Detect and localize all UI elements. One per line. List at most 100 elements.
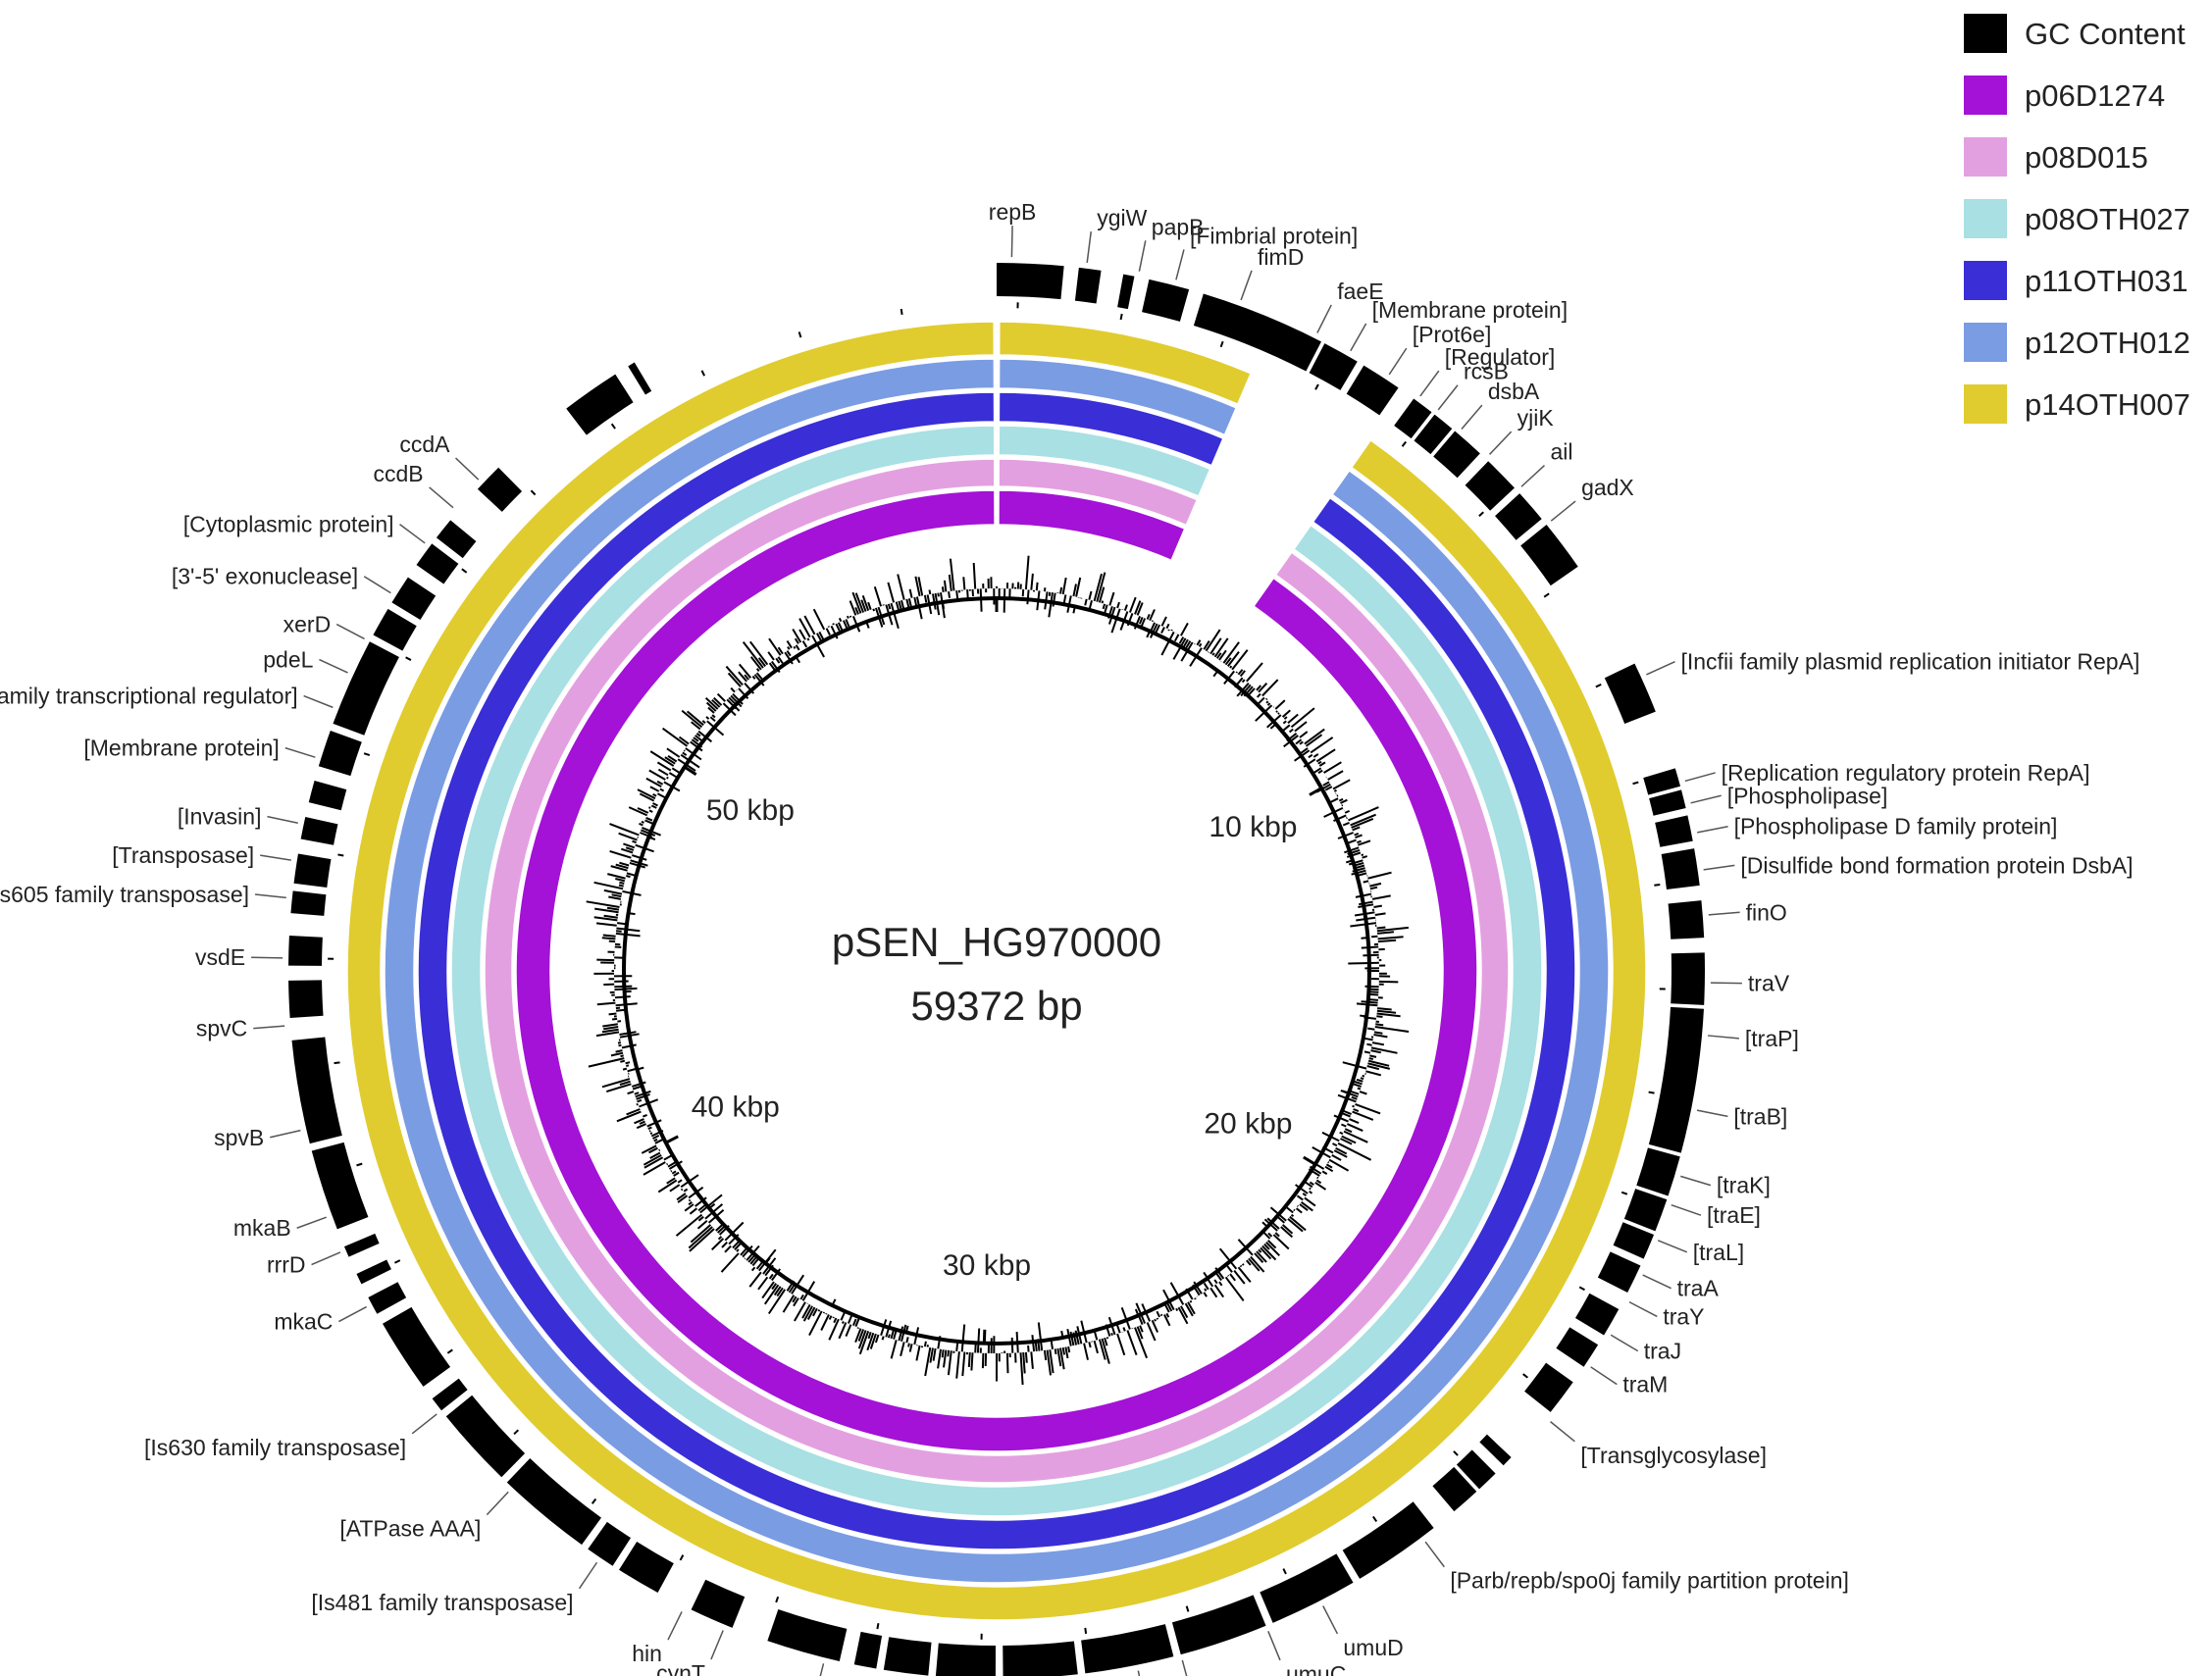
gene-leader-line xyxy=(1086,231,1092,263)
gene-leader-line xyxy=(486,1491,509,1516)
gene-leader-line xyxy=(363,576,391,594)
gene-leader-line xyxy=(1388,347,1408,376)
gene-leader-line xyxy=(270,1129,301,1139)
gene-leader-line xyxy=(1703,864,1735,871)
gene-block-54 xyxy=(288,936,323,966)
gene-ring-tick xyxy=(610,423,616,430)
gene-ring-tick xyxy=(1282,1568,1287,1575)
gene-block-20 xyxy=(1671,952,1705,1005)
gene-ring-tick xyxy=(1522,1373,1529,1379)
gene-block-17 xyxy=(1655,815,1693,847)
gene-leader-line xyxy=(1697,825,1728,834)
gene-block-38 xyxy=(883,1637,932,1676)
kbp-tick xyxy=(1261,1221,1268,1228)
gene-block-35 xyxy=(1081,1624,1174,1674)
gene-block-34 xyxy=(1171,1595,1266,1655)
legend-swatch xyxy=(1964,199,2007,238)
gene-leader-line xyxy=(1350,323,1367,352)
gene-block-24 xyxy=(1613,1222,1655,1259)
gene-label: finO xyxy=(1746,899,1787,925)
gene-ring-tick xyxy=(1119,313,1123,321)
kbp-tick xyxy=(628,912,636,916)
gene-label: [ATPase AAA] xyxy=(339,1516,481,1542)
gene-leader-line xyxy=(303,694,334,709)
gene-leader-line xyxy=(251,956,283,959)
gene-leader-line xyxy=(1642,1274,1672,1290)
gene-label: [traB] xyxy=(1733,1103,1787,1129)
gene-block-45 xyxy=(445,1395,526,1478)
gene-label: vsdE xyxy=(195,944,245,970)
legend-swatch xyxy=(1964,14,2007,53)
gene-leader-line xyxy=(667,1611,683,1641)
gene-ring-tick xyxy=(1084,1627,1088,1635)
gene-leader-line xyxy=(296,1216,327,1229)
gene-block-26 xyxy=(1574,1293,1620,1336)
kbp-tick xyxy=(1212,670,1219,678)
kbp-tick xyxy=(708,1202,716,1209)
gene-label: [Transglycosylase] xyxy=(1580,1443,1767,1468)
gene-label: faeE xyxy=(1337,279,1383,304)
kbp-tick xyxy=(647,836,656,840)
gene-label: [traP] xyxy=(1745,1026,1799,1051)
gene-label: mkaB xyxy=(233,1215,291,1241)
gene-leader-line xyxy=(1550,500,1576,522)
kbp-tick xyxy=(1303,1155,1316,1166)
gene-leader-line xyxy=(1684,772,1716,783)
gene-block-36 xyxy=(1003,1641,1078,1676)
gene-label: umuC xyxy=(1286,1661,1346,1676)
kbp-tick xyxy=(1203,1271,1209,1279)
gene-block-1 xyxy=(997,263,1064,300)
gene-label: [Phospholipase D family protein] xyxy=(1734,814,2058,839)
kbp-tick xyxy=(831,1298,837,1306)
kbp-tick xyxy=(665,1135,679,1144)
gene-leader-line xyxy=(1707,1035,1739,1040)
gene-block-58 xyxy=(308,780,347,811)
gene-label: pdeL xyxy=(263,647,313,673)
gene-ring-tick xyxy=(337,853,344,857)
legend: GC Contentp06D1274p08D015p08OTH027p11OTH… xyxy=(1964,14,2190,424)
legend-label: GC Content xyxy=(2025,17,2186,51)
gene-block-16 xyxy=(1649,789,1686,816)
gene-leader-line xyxy=(1680,1175,1712,1187)
gene-label: [Disulfide bond formation protein DsbA] xyxy=(1740,852,2133,878)
gene-label: [traK] xyxy=(1717,1173,1771,1198)
gene-block-67 xyxy=(628,362,652,395)
gene-block-56 xyxy=(293,853,332,888)
gene-ring-tick xyxy=(1595,683,1602,688)
gene-block-7 xyxy=(1346,365,1399,416)
gene-block-51 xyxy=(311,1142,369,1230)
blast-ring-p11OTH031-segment-2 xyxy=(417,391,1576,1550)
gene-label: [traL] xyxy=(1693,1240,1744,1265)
gene-block-23 xyxy=(1623,1189,1668,1232)
gene-label: gadX xyxy=(1581,475,1634,500)
gene-leader-line xyxy=(1267,1631,1281,1661)
gene-block-32 xyxy=(1342,1501,1434,1579)
gene-block-50 xyxy=(343,1233,380,1257)
gene-block-3 xyxy=(1117,274,1135,310)
gene-block-10 xyxy=(1433,431,1480,479)
gene-leader-line xyxy=(578,1561,598,1590)
gene-ring-tick xyxy=(363,752,371,757)
gene-leader-line xyxy=(1646,660,1675,676)
gene-leader-line xyxy=(253,1025,285,1030)
kbp-tick xyxy=(1146,631,1152,638)
plasmid-size: 59372 bp xyxy=(910,983,1082,1029)
gene-label: [Phospholipase] xyxy=(1727,783,1888,808)
gene-ring-tick xyxy=(1648,1091,1655,1094)
legend-label: p14OTH007 xyxy=(2025,387,2190,422)
gene-block-27 xyxy=(1556,1327,1599,1367)
gene-block-52 xyxy=(291,1037,342,1144)
gene-ring-tick xyxy=(1314,383,1319,390)
gene-label: [Membrane protein] xyxy=(83,736,279,761)
gene-ring-tick xyxy=(1185,1605,1190,1612)
kbp-label-50: 50 kbp xyxy=(706,794,795,827)
gene-label: cynT xyxy=(656,1660,705,1676)
blast-ring-p08OTH027-segment-2 xyxy=(450,425,1543,1517)
gene-label: spvC xyxy=(196,1016,247,1041)
gene-label: [Caif/grla family transcriptional regula… xyxy=(0,684,298,709)
gene-leader-line xyxy=(1322,1605,1339,1635)
gc-content-track xyxy=(586,555,1410,1386)
gene-block-5 xyxy=(1193,293,1321,372)
gene-block-12 xyxy=(1495,493,1542,540)
